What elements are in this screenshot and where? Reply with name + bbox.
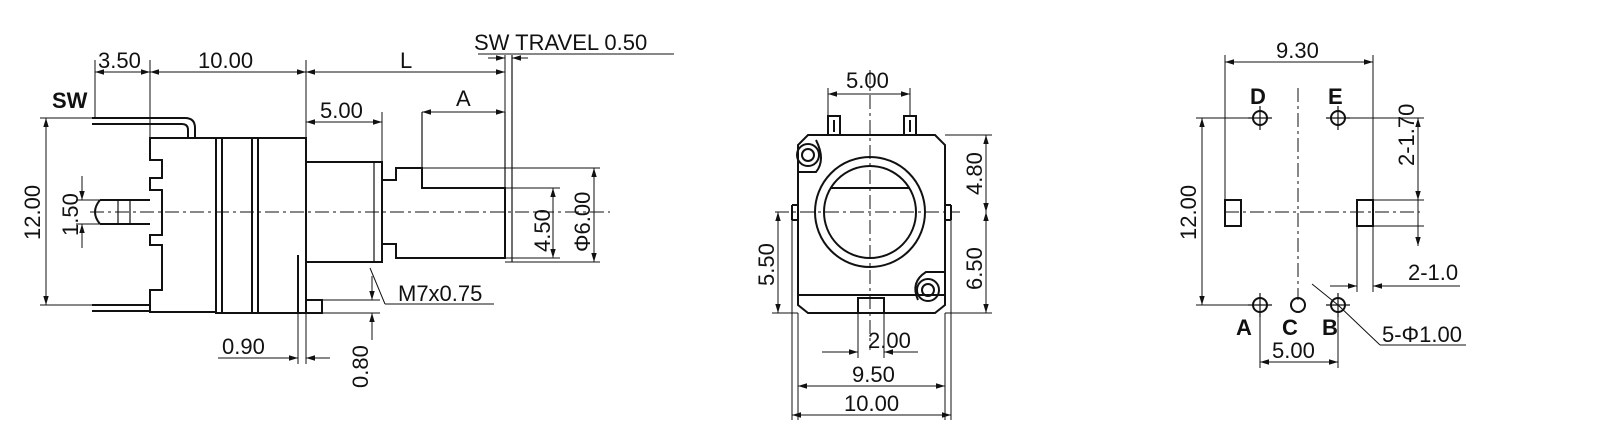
front-dim-5-00: 5.00 <box>846 68 889 93</box>
boss-top-left <box>796 143 820 167</box>
pin-label-A: A <box>1236 315 1252 340</box>
pin-label-B: B <box>1322 315 1338 340</box>
boss-bottom-right <box>916 278 940 302</box>
pin-label-C: C <box>1282 315 1298 340</box>
pin-hole-C <box>1290 297 1306 313</box>
front-lug-right <box>945 204 952 221</box>
pin-dim-5-phi: 5-Φ1.00 <box>1382 322 1462 347</box>
dim-12-00: 12.00 <box>20 185 45 240</box>
front-body <box>797 134 946 314</box>
mount-lug <box>297 255 307 314</box>
front-dim-2-00: 2.00 <box>868 328 911 353</box>
boss-top-left-frame <box>798 139 822 173</box>
dim-bushing-5-00: 5.00 <box>320 98 363 123</box>
pin-label-D: D <box>1250 84 1266 109</box>
side-view: 3.50 10.00 L SW TRAVEL 0.50 SW 5.00 A 12… <box>20 30 674 388</box>
front-bottom-tab <box>857 297 885 314</box>
shaft <box>382 167 506 259</box>
front-dim-6-50: 6.50 <box>962 247 987 290</box>
front-dim-4-80: 4.80 <box>962 152 987 195</box>
pin-dim-12-00: 12.00 <box>1176 185 1201 240</box>
dim-L: L <box>400 48 412 73</box>
thread-label: M7x0.75 <box>398 281 482 306</box>
front-shaft-circle <box>823 165 917 259</box>
pin-lug-left <box>1224 199 1242 227</box>
front-dim-5-50: 5.50 <box>754 243 779 286</box>
phi-leader-a <box>1311 283 1339 306</box>
thread-leader-diag <box>369 267 386 305</box>
sw-terminal-top-inner <box>92 123 189 138</box>
pin-label-E: E <box>1328 84 1343 109</box>
mount-lug-foot <box>306 299 323 314</box>
dim-0-80: 0.80 <box>348 345 373 388</box>
sw-label: SW <box>52 88 88 113</box>
pin-dim-9-30: 9.30 <box>1276 38 1319 63</box>
front-lug-left <box>791 204 798 221</box>
dim-10-00: 10.00 <box>198 48 253 73</box>
terminal-bottom <box>92 304 150 312</box>
bushing <box>305 161 383 263</box>
dim-A: A <box>456 86 471 111</box>
pin-dim-2-1-0: 2-1.0 <box>1408 260 1458 285</box>
sw-travel-label: SW TRAVEL 0.50 <box>474 30 647 55</box>
housing <box>215 137 307 314</box>
front-terminal-l <box>827 115 841 135</box>
rear-body <box>149 137 217 313</box>
boss-top-left-inner <box>801 148 815 162</box>
front-view: 5.00 4.80 6.50 5.50 2.00 9.50 10.00 <box>754 68 992 420</box>
sw-terminal-top <box>92 117 196 138</box>
pin-lug-right <box>1356 199 1374 227</box>
pin-dim-5-00: 5.00 <box>1272 338 1315 363</box>
dim-1-50: 1.50 <box>58 193 83 236</box>
boss-bottom-right-frame <box>914 271 945 301</box>
dim-4-50: 4.50 <box>530 209 555 252</box>
rear-pin <box>94 199 150 225</box>
front-bushing-circle <box>814 156 926 268</box>
dim-phi6: Φ6.00 <box>570 192 595 252</box>
phi-leader-b <box>1337 304 1381 346</box>
boss-bottom-right-inner <box>921 283 935 297</box>
dim-3-50: 3.50 <box>98 48 141 73</box>
dim-0-90: 0.90 <box>222 334 265 359</box>
front-dim-10-00: 10.00 <box>844 391 899 416</box>
front-dim-9-50: 9.50 <box>852 362 895 387</box>
pin-dim-2-1-70: 2-1.70 <box>1394 104 1419 166</box>
pin-view: 9.30 D E A C B 12.00 2-1.70 <box>1176 38 1466 368</box>
